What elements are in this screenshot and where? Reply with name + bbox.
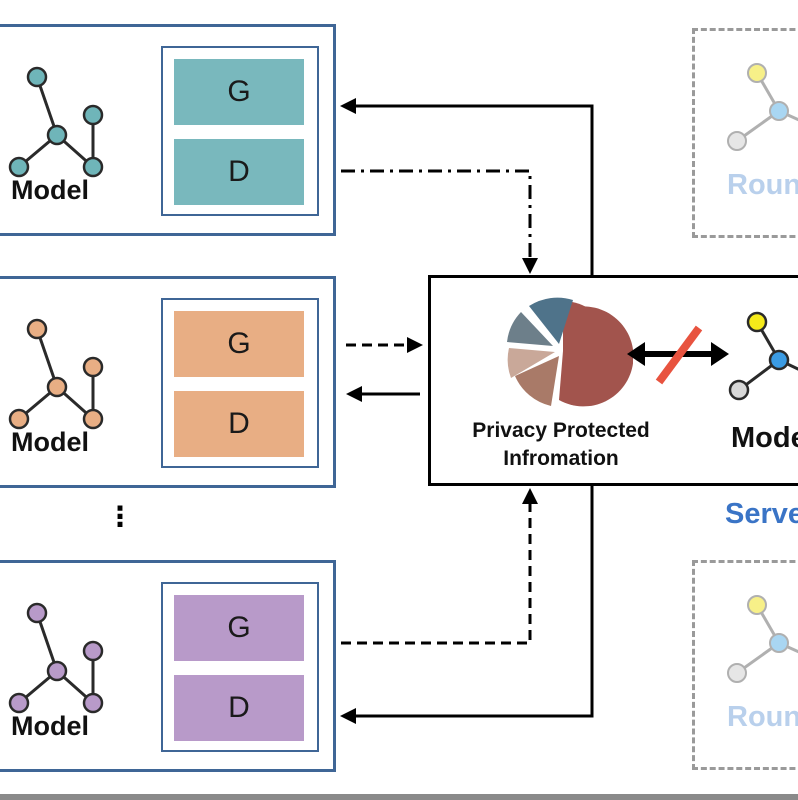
pie-chart-icon — [507, 297, 633, 407]
bottom-divider — [0, 794, 798, 800]
arrowhead — [340, 98, 356, 114]
dashdot-arrow-top — [341, 169, 532, 262]
blocked-exchange-icon — [627, 325, 729, 385]
client-panel-2: Model G D — [0, 276, 336, 488]
discriminator-block: D — [174, 139, 304, 205]
network-icon — [727, 595, 798, 683]
client-panel-1: Model G D — [0, 24, 336, 236]
generator-block: G — [174, 59, 304, 125]
arrowhead — [407, 337, 423, 353]
privacy-info-label-1: Privacy Protected — [472, 419, 650, 442]
server-model-label: Model — [731, 422, 798, 454]
model-components-box: G D — [161, 46, 319, 216]
round-panel-top: Round — [692, 28, 798, 238]
client-model-label: Model — [11, 175, 89, 205]
ellipsis: ⋮ — [106, 501, 134, 532]
client-model-label: Model — [11, 427, 89, 457]
model-components-box: G D — [161, 298, 319, 468]
dashed-arrow-bottom — [341, 500, 532, 645]
arrowhead — [346, 386, 362, 402]
client-panel-3: Model G D — [0, 560, 336, 772]
discriminator-block: D — [174, 391, 304, 457]
generator-block: G — [174, 595, 304, 661]
discriminator-block: D — [174, 675, 304, 741]
network-icon — [8, 66, 104, 178]
arrowhead — [522, 488, 538, 504]
network-icon — [8, 602, 104, 714]
generator-block: G — [174, 311, 304, 377]
arrowhead — [340, 708, 356, 724]
solid-arrow-bottom — [352, 486, 594, 718]
client-model-label: Model — [11, 711, 89, 741]
network-icon — [728, 311, 798, 401]
network-icon — [727, 63, 798, 151]
server-caption: Server — [725, 498, 798, 530]
model-components-box: G D — [161, 582, 319, 752]
round-panel-bottom: Round — [692, 560, 798, 770]
server-panel: Privacy Protected Infromation Model — [428, 275, 798, 486]
network-icon — [8, 318, 104, 430]
round-label: Round — [727, 701, 798, 733]
privacy-info-label-2: Infromation — [503, 447, 619, 470]
round-label: Round — [727, 169, 798, 201]
solid-arrow-top — [352, 104, 594, 275]
arrowhead — [522, 258, 538, 274]
